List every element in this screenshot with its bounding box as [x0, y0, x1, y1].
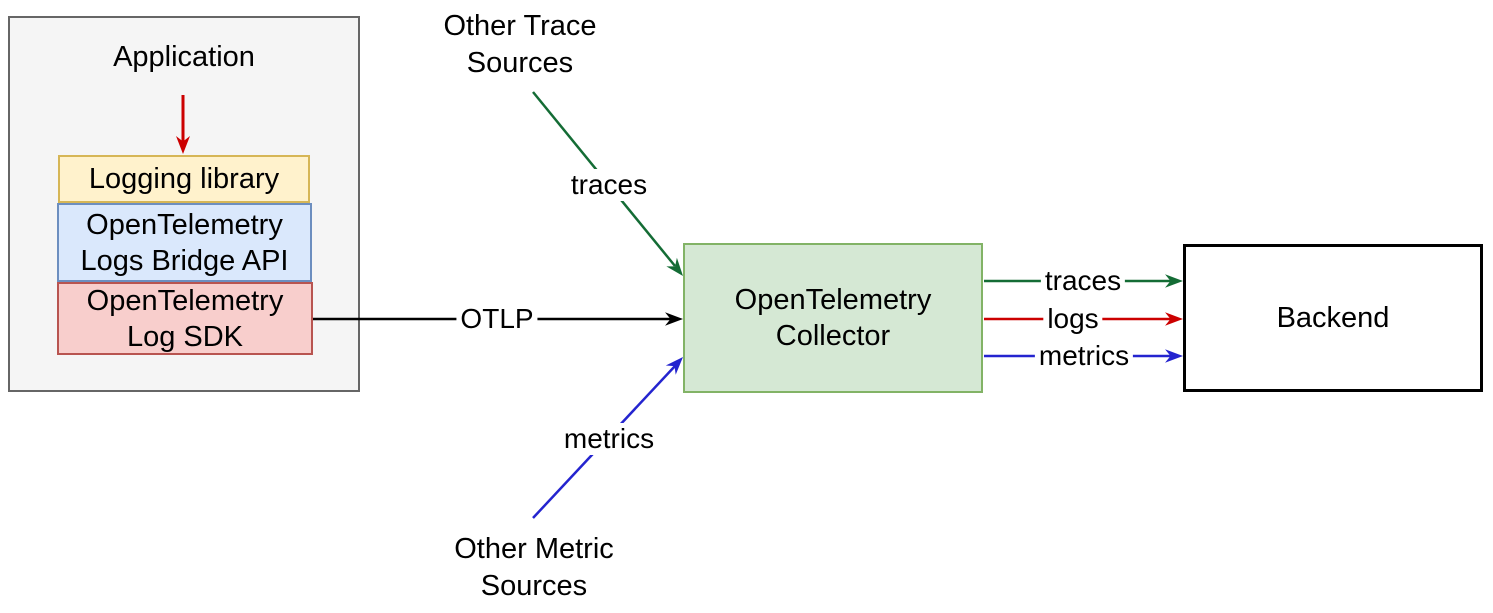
otlp-edge-label: OTLP: [456, 303, 538, 335]
metrics-out-edge-label: metrics: [1034, 340, 1134, 372]
backend-label: Backend: [1276, 302, 1390, 334]
logs-out-edge-label: logs: [1043, 303, 1103, 335]
collector-label: OpenTelemetry Collector: [734, 284, 932, 352]
otlp-arrowhead-icon: [665, 312, 683, 326]
collector-box: OpenTelemetry Collector: [683, 243, 983, 393]
metrics-in-edge-label: metrics: [559, 423, 659, 455]
logging-library-box: Logging library: [58, 155, 310, 203]
traces-out-edge-label: traces: [1040, 265, 1126, 297]
logs-bridge-api-label: OpenTelemetry Logs Bridge API: [80, 208, 289, 277]
log-sdk-label: OpenTelemetry Log SDK: [86, 284, 284, 353]
traces-out-arrowhead-icon: [1165, 274, 1183, 288]
application-label: Application: [113, 41, 255, 73]
other-metric-sources-label: Other Metric Sources: [454, 533, 614, 602]
logging-library-label: Logging library: [88, 163, 280, 195]
logs-bridge-api-box: OpenTelemetry Logs Bridge API: [57, 203, 312, 282]
traces-in-edge-label: traces: [566, 169, 652, 201]
backend-box: Backend: [1183, 244, 1483, 392]
other-trace-sources-label: Other Trace Sources: [443, 10, 597, 79]
application-box: Application Logging library OpenTelemetr…: [8, 16, 360, 392]
log-sdk-box: OpenTelemetry Log SDK: [57, 282, 313, 355]
metrics-out-arrowhead-icon: [1165, 349, 1183, 363]
logs-out-arrowhead-icon: [1165, 312, 1183, 326]
